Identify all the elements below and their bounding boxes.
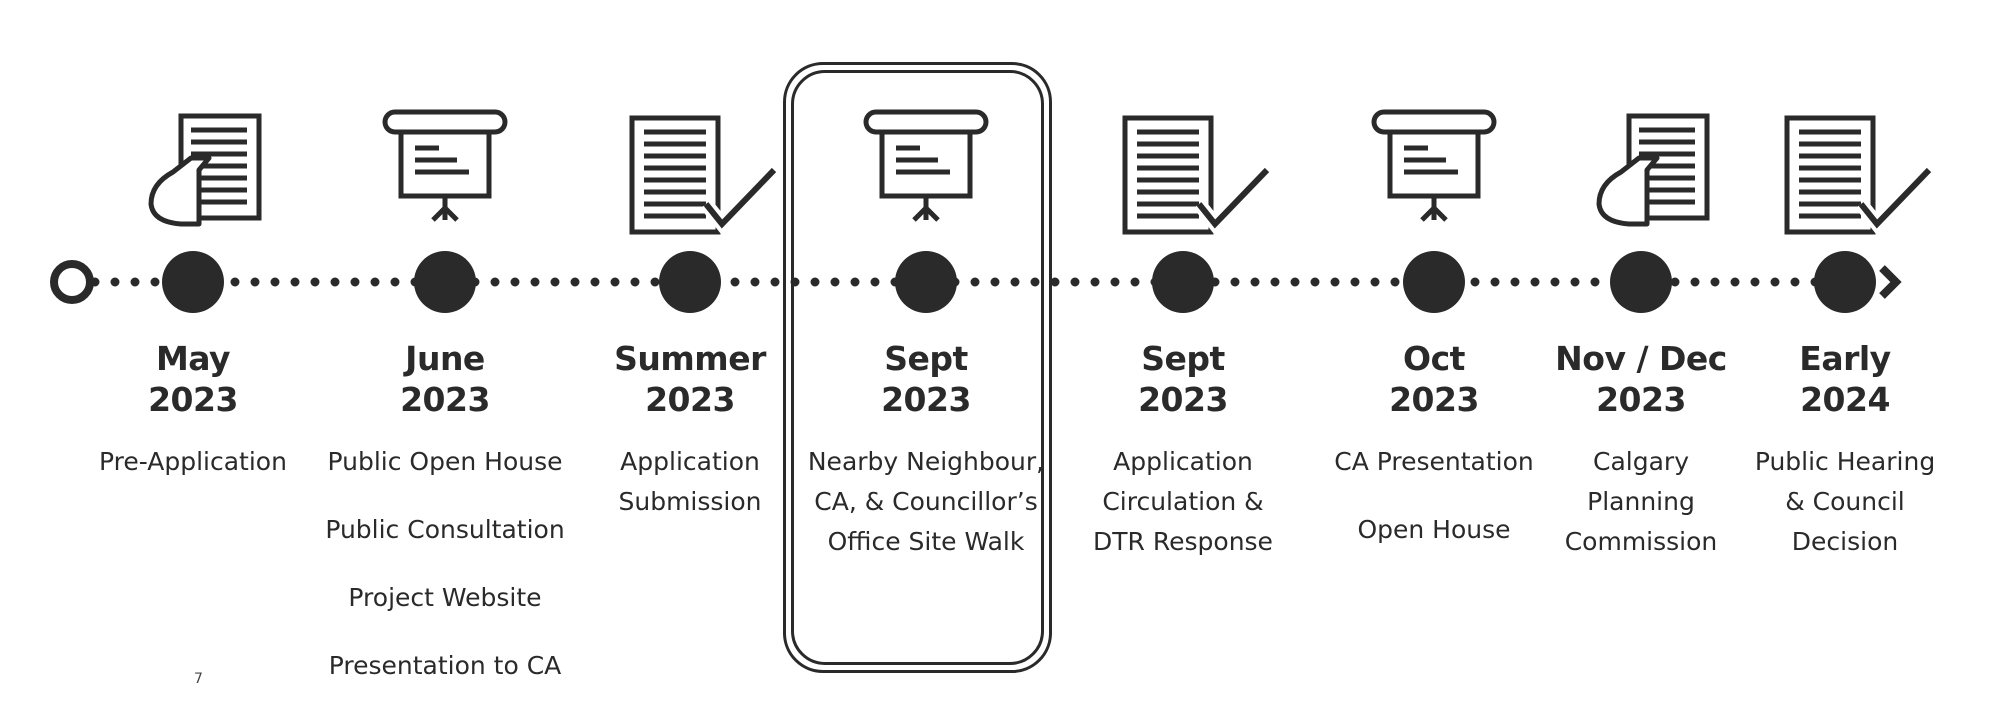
milestone-item: Public Hearing bbox=[1754, 447, 1936, 476]
milestone-month: Sept bbox=[1141, 339, 1225, 378]
timeline-node bbox=[1610, 251, 1672, 313]
milestone-item: Application bbox=[1113, 447, 1253, 476]
milestone-item: Open House bbox=[1357, 515, 1511, 544]
milestone-item: Calgary bbox=[1593, 447, 1689, 476]
timeline-node bbox=[414, 251, 476, 313]
milestone-oct-2023: Oct 2023 CA Presentation Open House bbox=[1314, 338, 1554, 550]
milestone-month: May bbox=[155, 339, 231, 378]
document-hand-icon bbox=[1599, 116, 1707, 224]
milestone-year: 2023 bbox=[1389, 380, 1479, 419]
highlight-box bbox=[783, 62, 1052, 673]
milestone-item: Public Open House bbox=[327, 447, 563, 476]
timeline-node bbox=[895, 251, 957, 313]
timeline-node bbox=[659, 251, 721, 313]
page-number: 7 bbox=[194, 671, 203, 687]
presentation-board-icon bbox=[1374, 112, 1494, 220]
milestone-item: Presentation to CA bbox=[328, 651, 562, 680]
document-hand-icon bbox=[151, 116, 259, 224]
milestone-item: DTR Response bbox=[1093, 527, 1273, 556]
milestone-item: Public Consultation bbox=[325, 515, 565, 544]
milestone-date: Summer 2023 bbox=[570, 338, 810, 420]
milestone-item: CA, & Councillor’s bbox=[814, 487, 1038, 516]
milestone-sept-2023-circulation: Sept 2023 Application Circulation & DTR … bbox=[1063, 338, 1303, 562]
milestone-year: 2023 bbox=[1596, 380, 1686, 419]
timeline-arrow-icon bbox=[1879, 265, 1902, 299]
milestone-nov-dec-2023: Nov / Dec 2023 Calgary Planning Commissi… bbox=[1521, 338, 1761, 562]
milestone-early-2024: Early 2024 Public Hearing & Council Deci… bbox=[1725, 338, 1965, 562]
milestone-month: Oct bbox=[1403, 339, 1465, 378]
milestone-item: Pre-Application bbox=[99, 447, 287, 476]
milestone-item: Commission bbox=[1564, 527, 1718, 556]
milestone-date: Oct 2023 bbox=[1314, 338, 1554, 420]
timeline-node bbox=[1403, 251, 1465, 313]
milestone-june-2023: June 2023 Public Open House Public Consu… bbox=[325, 338, 565, 686]
document-check-icon bbox=[632, 118, 774, 232]
milestone-date: June 2023 bbox=[325, 338, 565, 420]
milestone-date: Nov / Dec 2023 bbox=[1521, 338, 1761, 420]
timeline-node bbox=[1152, 251, 1214, 313]
milestone-year: 2023 bbox=[881, 380, 971, 419]
milestone-may-2023: May 2023 Pre-Application bbox=[73, 338, 313, 482]
milestone-item: & Council bbox=[1785, 487, 1905, 516]
milestone-year: 2023 bbox=[148, 380, 238, 419]
document-check-icon bbox=[1787, 118, 1929, 232]
milestone-month: June bbox=[405, 339, 485, 378]
milestone-year: 2023 bbox=[645, 380, 735, 419]
milestone-summer-2023: Summer 2023 Application Submission bbox=[570, 338, 810, 522]
milestone-month: Summer bbox=[614, 339, 766, 378]
milestone-item: Planning bbox=[1587, 487, 1695, 516]
milestone-item: Decision bbox=[1791, 527, 1899, 556]
milestone-month: Nov / Dec bbox=[1555, 339, 1727, 378]
presentation-board-icon bbox=[385, 112, 505, 220]
timeline-node bbox=[1814, 251, 1876, 313]
milestone-date: May 2023 bbox=[73, 338, 313, 420]
milestone-sept-2023-site-walk: Sept 2023 Nearby Neighbour, CA, & Counci… bbox=[806, 338, 1046, 562]
document-check-icon bbox=[1125, 118, 1267, 232]
milestone-item: Circulation & bbox=[1102, 487, 1264, 516]
milestone-month: Sept bbox=[884, 339, 968, 378]
milestone-item: Application bbox=[620, 447, 760, 476]
timeline-start-circle bbox=[50, 260, 94, 304]
milestone-year: 2024 bbox=[1800, 380, 1890, 419]
milestone-date: Early 2024 bbox=[1725, 338, 1965, 420]
milestone-date: Sept 2023 bbox=[806, 338, 1046, 420]
milestone-item: Nearby Neighbour, bbox=[807, 447, 1045, 476]
timeline-node bbox=[162, 251, 224, 313]
milestone-year: 2023 bbox=[1138, 380, 1228, 419]
milestone-item: Project Website bbox=[348, 583, 542, 612]
milestone-year: 2023 bbox=[400, 380, 490, 419]
milestone-month: Early bbox=[1799, 339, 1891, 378]
milestone-item: Submission bbox=[618, 487, 762, 516]
milestone-item: Office Site Walk bbox=[827, 527, 1025, 556]
milestone-item: CA Presentation bbox=[1334, 447, 1534, 476]
milestone-date: Sept 2023 bbox=[1063, 338, 1303, 420]
